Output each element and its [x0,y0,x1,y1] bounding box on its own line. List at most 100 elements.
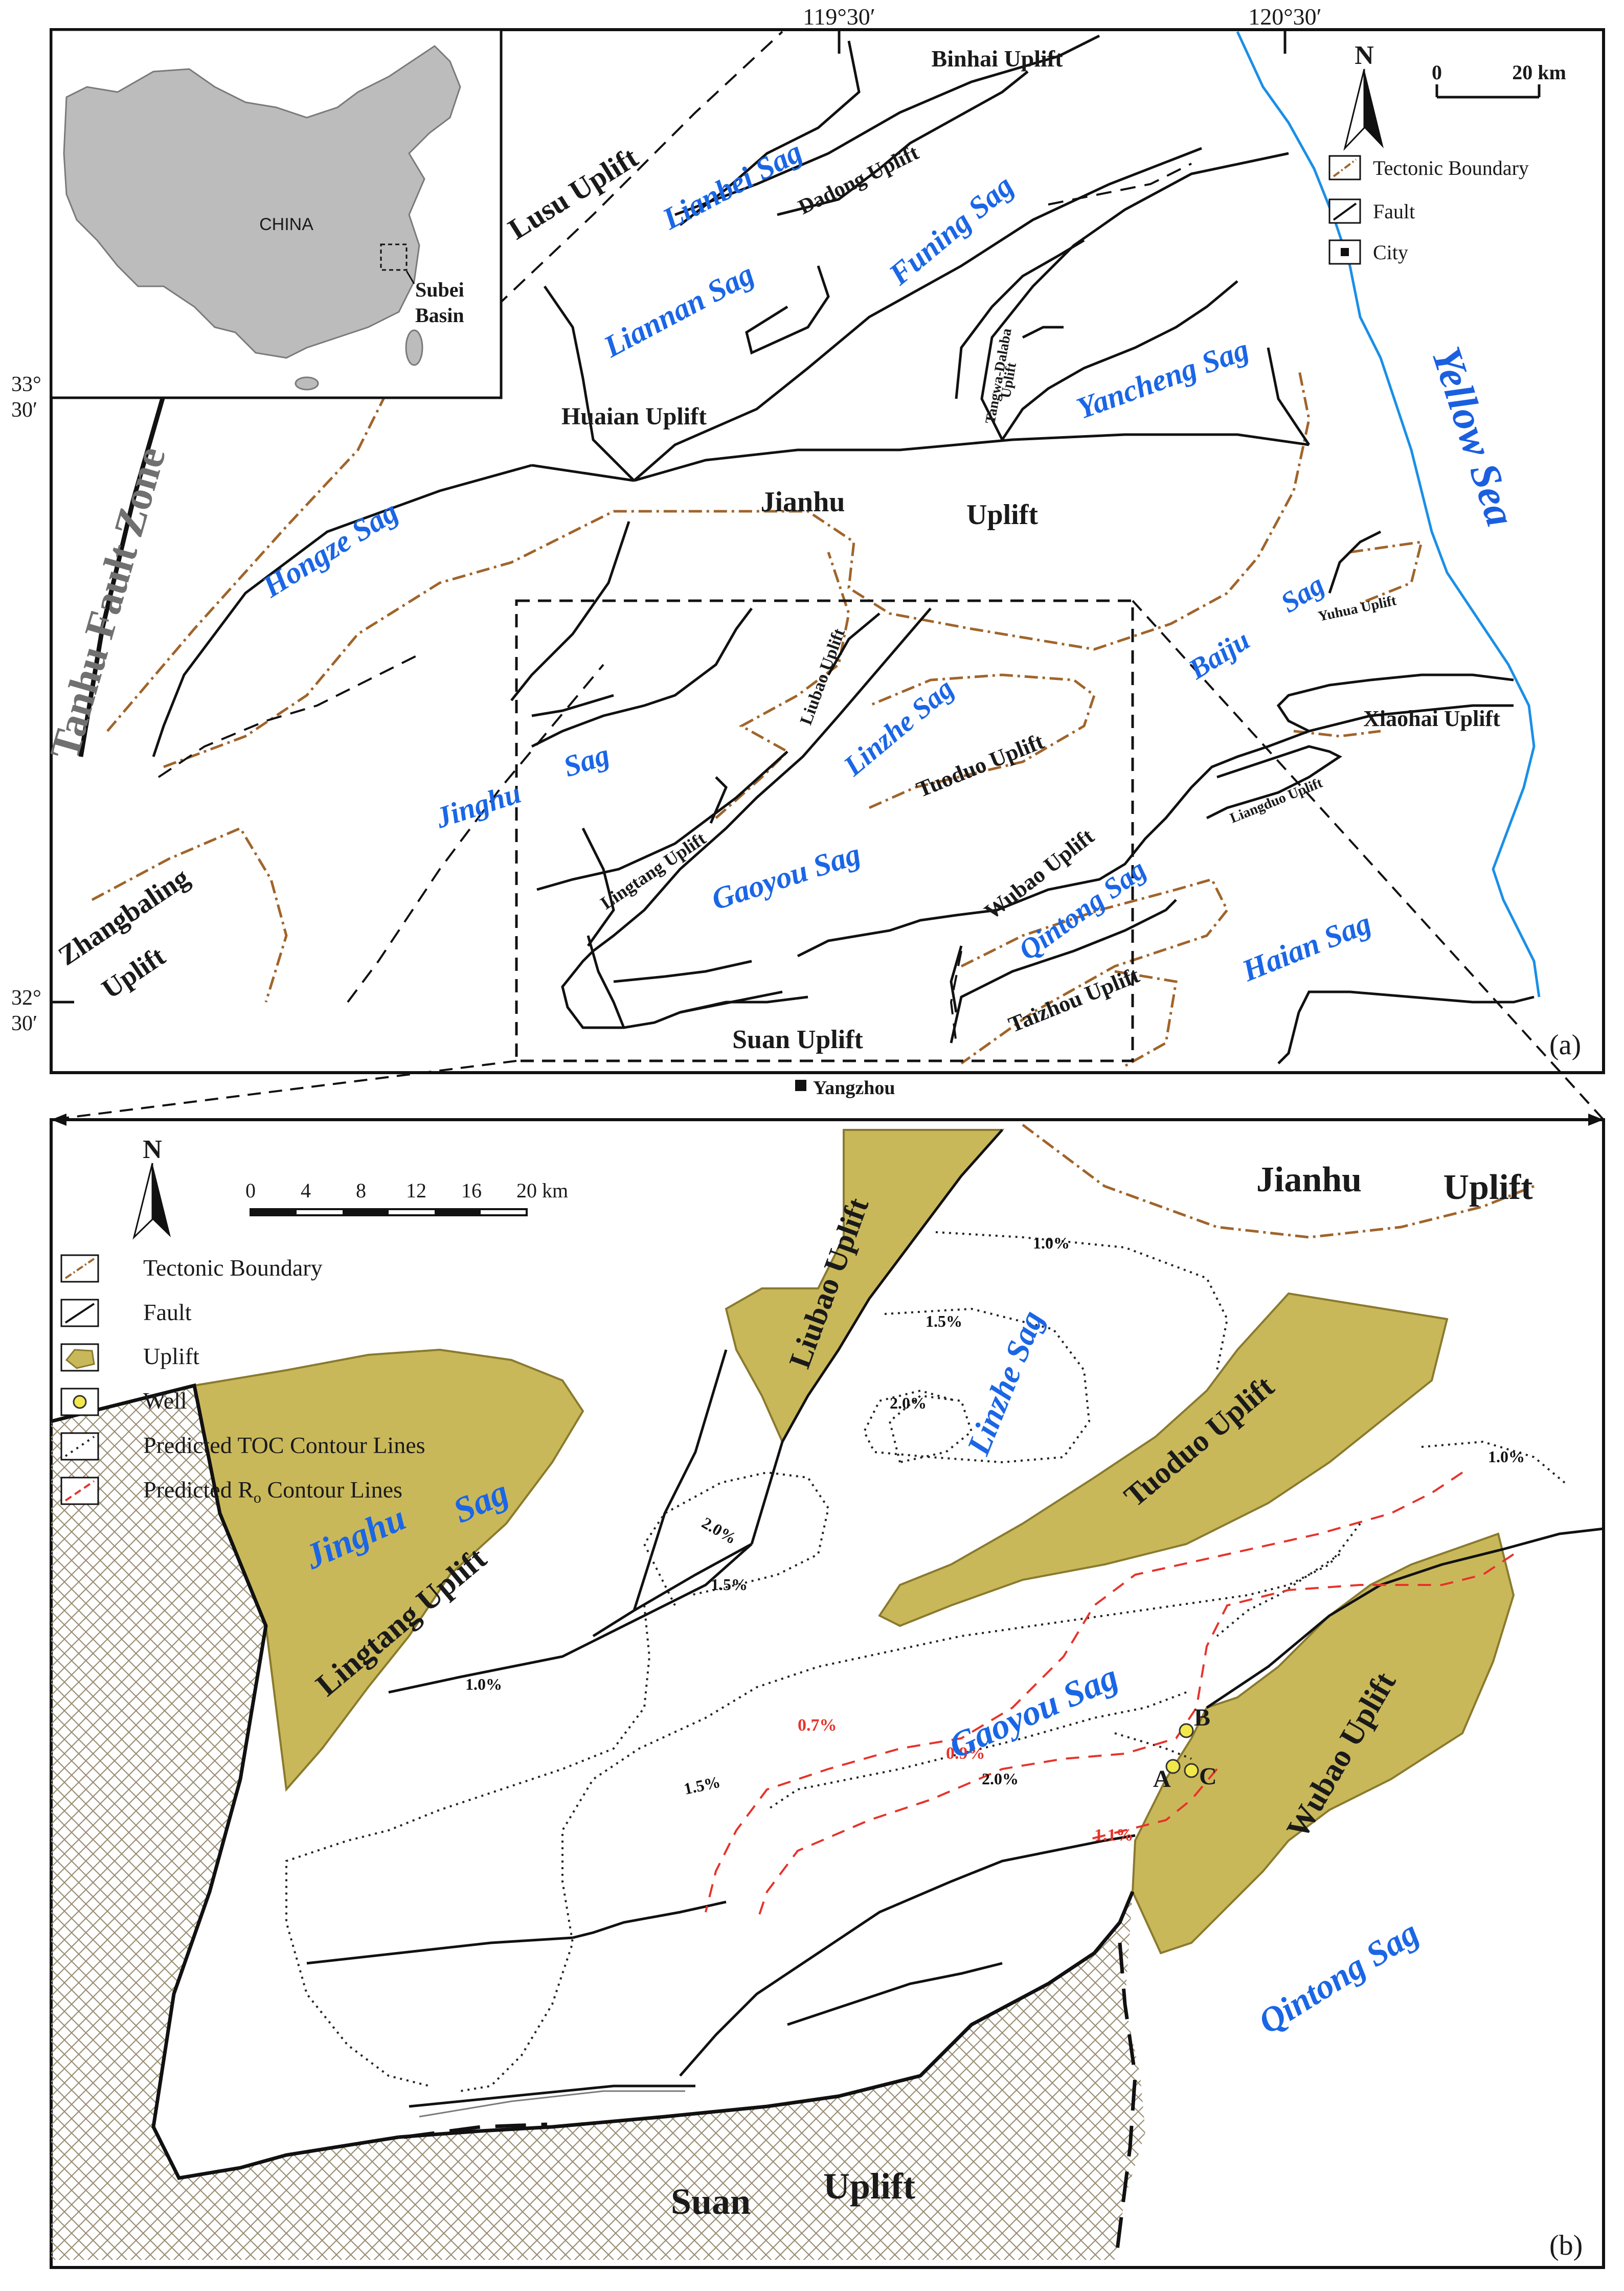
subei-basin-label-line2: Basin [415,304,464,327]
lingtang-uplift-area [193,1348,584,1792]
toc-label-2: 1.5% [926,1312,962,1330]
legend-a-tectonic-boundary: Tectonic Boundary [1373,156,1529,179]
label-yuhua-uplift: Yuhua Uplift [1317,593,1398,625]
suan-uplift-hatched-area [51,1386,1145,2260]
label-jianhu-uplift-2: Uplift [966,499,1038,531]
label-huaian-uplift: Huaian Uplift [561,403,707,430]
latitude-label-33-min: 30′ [11,398,37,422]
well-c-marker [1184,1763,1199,1778]
legend-b-fault: Fault [143,1299,192,1325]
label-jinghu-sag-a-1: Jinghu [431,776,525,835]
scale-b-tick-12: 12 [406,1179,426,1202]
toc-label-6: 1.5% [711,1575,748,1594]
tanhu-fault-line [78,367,174,757]
well-a-marker [1165,1759,1181,1774]
latitude-label-32-min: 30′ [11,1012,37,1035]
toc-label-1: 1.0% [1033,1234,1070,1252]
legend-b: Tectonic Boundary Fault Uplift Well Pred… [60,1254,425,1506]
north-arrow-a-letter: N [1355,41,1374,70]
north-arrow-b: N [132,1135,171,1240]
legend-b-ro: Predicted Ro Contour Lines [143,1477,402,1506]
label-lusu-uplift: Lusu Uplift [502,140,644,246]
legend-b-ro-tail: Contour Lines [261,1477,402,1503]
label-xiaohai-uplift: Xiaohai Uplift [1363,706,1500,731]
tanhu-fault-zone-label: Tanhu Fault Zone [41,442,174,764]
label-suan-uplift-a: Suan Uplift [732,1025,863,1054]
label-tuoduo-uplift-a: Tuoduo Uplift [913,729,1047,802]
well-b-marker [1179,1723,1194,1738]
legend-a: Tectonic Boundary Fault City [1328,155,1529,265]
inset-country-label: CHINA [259,215,313,234]
label-funing-sag: Funing Sag [882,169,1020,292]
label-gaoyou-sag-b: Gaoyou Sag [943,1657,1124,1766]
label-zhangbaling-uplift-2: Uplift [96,941,170,1005]
ro-label-2: 0.9% [946,1744,985,1763]
longitude-ticks [838,30,1287,54]
taiwan-outline [405,329,423,366]
well-b-label: B [1194,1704,1210,1731]
label-yangzhou-city: Yangzhou [813,1077,895,1099]
toc-label-7: 1.0% [465,1675,502,1693]
longitude-label-120: 120°30′ [1248,4,1321,30]
well-c-label: C [1199,1763,1217,1790]
panel-a-tag: (a) [1549,1029,1581,1061]
suan-boundary [51,1383,399,2180]
legend-b-well: Well [143,1388,187,1414]
china-outline [63,45,461,359]
label-dadong-uplift: Dadong Uplift [795,141,922,219]
north-arrow-a: N [1343,41,1384,151]
label-hongze-sag: Hongze Sag [256,494,404,604]
china-inset: CHINA Subei Basin [50,28,503,399]
label-baiju-sag-1: Baiju [1183,624,1255,686]
panel-b: A B C 1.0% 1.5% 2.0% 1.0% 2.0% 1.5% 1.0%… [50,1118,1605,2269]
wells: A B C [1153,1704,1217,1793]
zoom-extent-rectangle [515,599,1134,1062]
yangzhou-city-marker [795,1080,806,1091]
label-linzhe-sag-a: Linzhe Sag [838,672,960,782]
wubao-uplift-area [1131,1532,1515,1955]
legend-b-ro-main: Predicted R [143,1477,254,1503]
scale-b-tick-8: 8 [356,1179,366,1202]
label-lianbei-sag: Lianbei Sag [657,134,807,236]
toc-label-3: 2.0% [890,1394,927,1412]
label-jianhu-uplift-b-1: Jianhu [1256,1160,1362,1199]
ro-contours [705,1471,1515,1923]
well-a-label: A [1153,1765,1171,1793]
dashed-faults-a [157,31,1192,1044]
scale-b-tick-16: 16 [461,1179,482,1202]
tectonic-boundary-b [1022,1124,1535,1239]
ro-label-3: 1.1% [1094,1826,1134,1845]
label-taizhou-uplift: Taizhou Uplift [1005,962,1143,1037]
longitude-label-119: 119°30′ [803,4,875,30]
toc-contours [285,1231,1566,2092]
scale-bar-a: 0 20 km [1432,61,1566,99]
label-linzhe-sag-b: Linzhe Sag [960,1305,1050,1460]
panel-a-frame [50,28,1605,1074]
scale-a-end: 20 km [1512,61,1566,84]
label-jianhu-uplift-b-2: Uplift [1443,1168,1533,1207]
label-qintong-sag-b: Qintong Sag [1252,1913,1426,2042]
label-gaoyou-sag-a: Gaoyou Sag [708,836,865,916]
scale-a-zero: 0 [1432,61,1442,84]
legend-a-city: City [1373,241,1408,264]
scale-b-tick-20: 20 [516,1179,537,1202]
legend-b-tectonic-boundary: Tectonic Boundary [143,1255,323,1281]
ro-labels: 0.7% 0.9% 1.1% [798,1716,1134,1845]
tuoduo-uplift-area [878,1292,1449,1627]
latitude-label-33-deg: 33° [11,373,41,396]
legend-b-toc: Predicted TOC Contour Lines [143,1432,425,1458]
faults-a [152,34,1535,1064]
label-yancheng-sag: Yancheng Sag [1072,332,1253,426]
tectonic-boundaries-a [91,368,1424,1068]
scale-b-unit: km [542,1179,568,1202]
toc-label-5: 2.0% [699,1513,740,1548]
hainan-outline [295,376,319,391]
scale-b-tick-4: 4 [301,1179,311,1202]
label-yellow-sea: Yellow Sea [1423,341,1524,532]
legend-b-uplift: Uplift [143,1343,199,1369]
toc-label-8: 1.5% [682,1773,722,1798]
panel-b-tag: (b) [1549,2230,1583,2261]
label-zhangbaling-uplift-1: Zhangbaling [53,862,194,971]
label-liangduo-uplift: Liangduo Uplift [1228,775,1325,827]
